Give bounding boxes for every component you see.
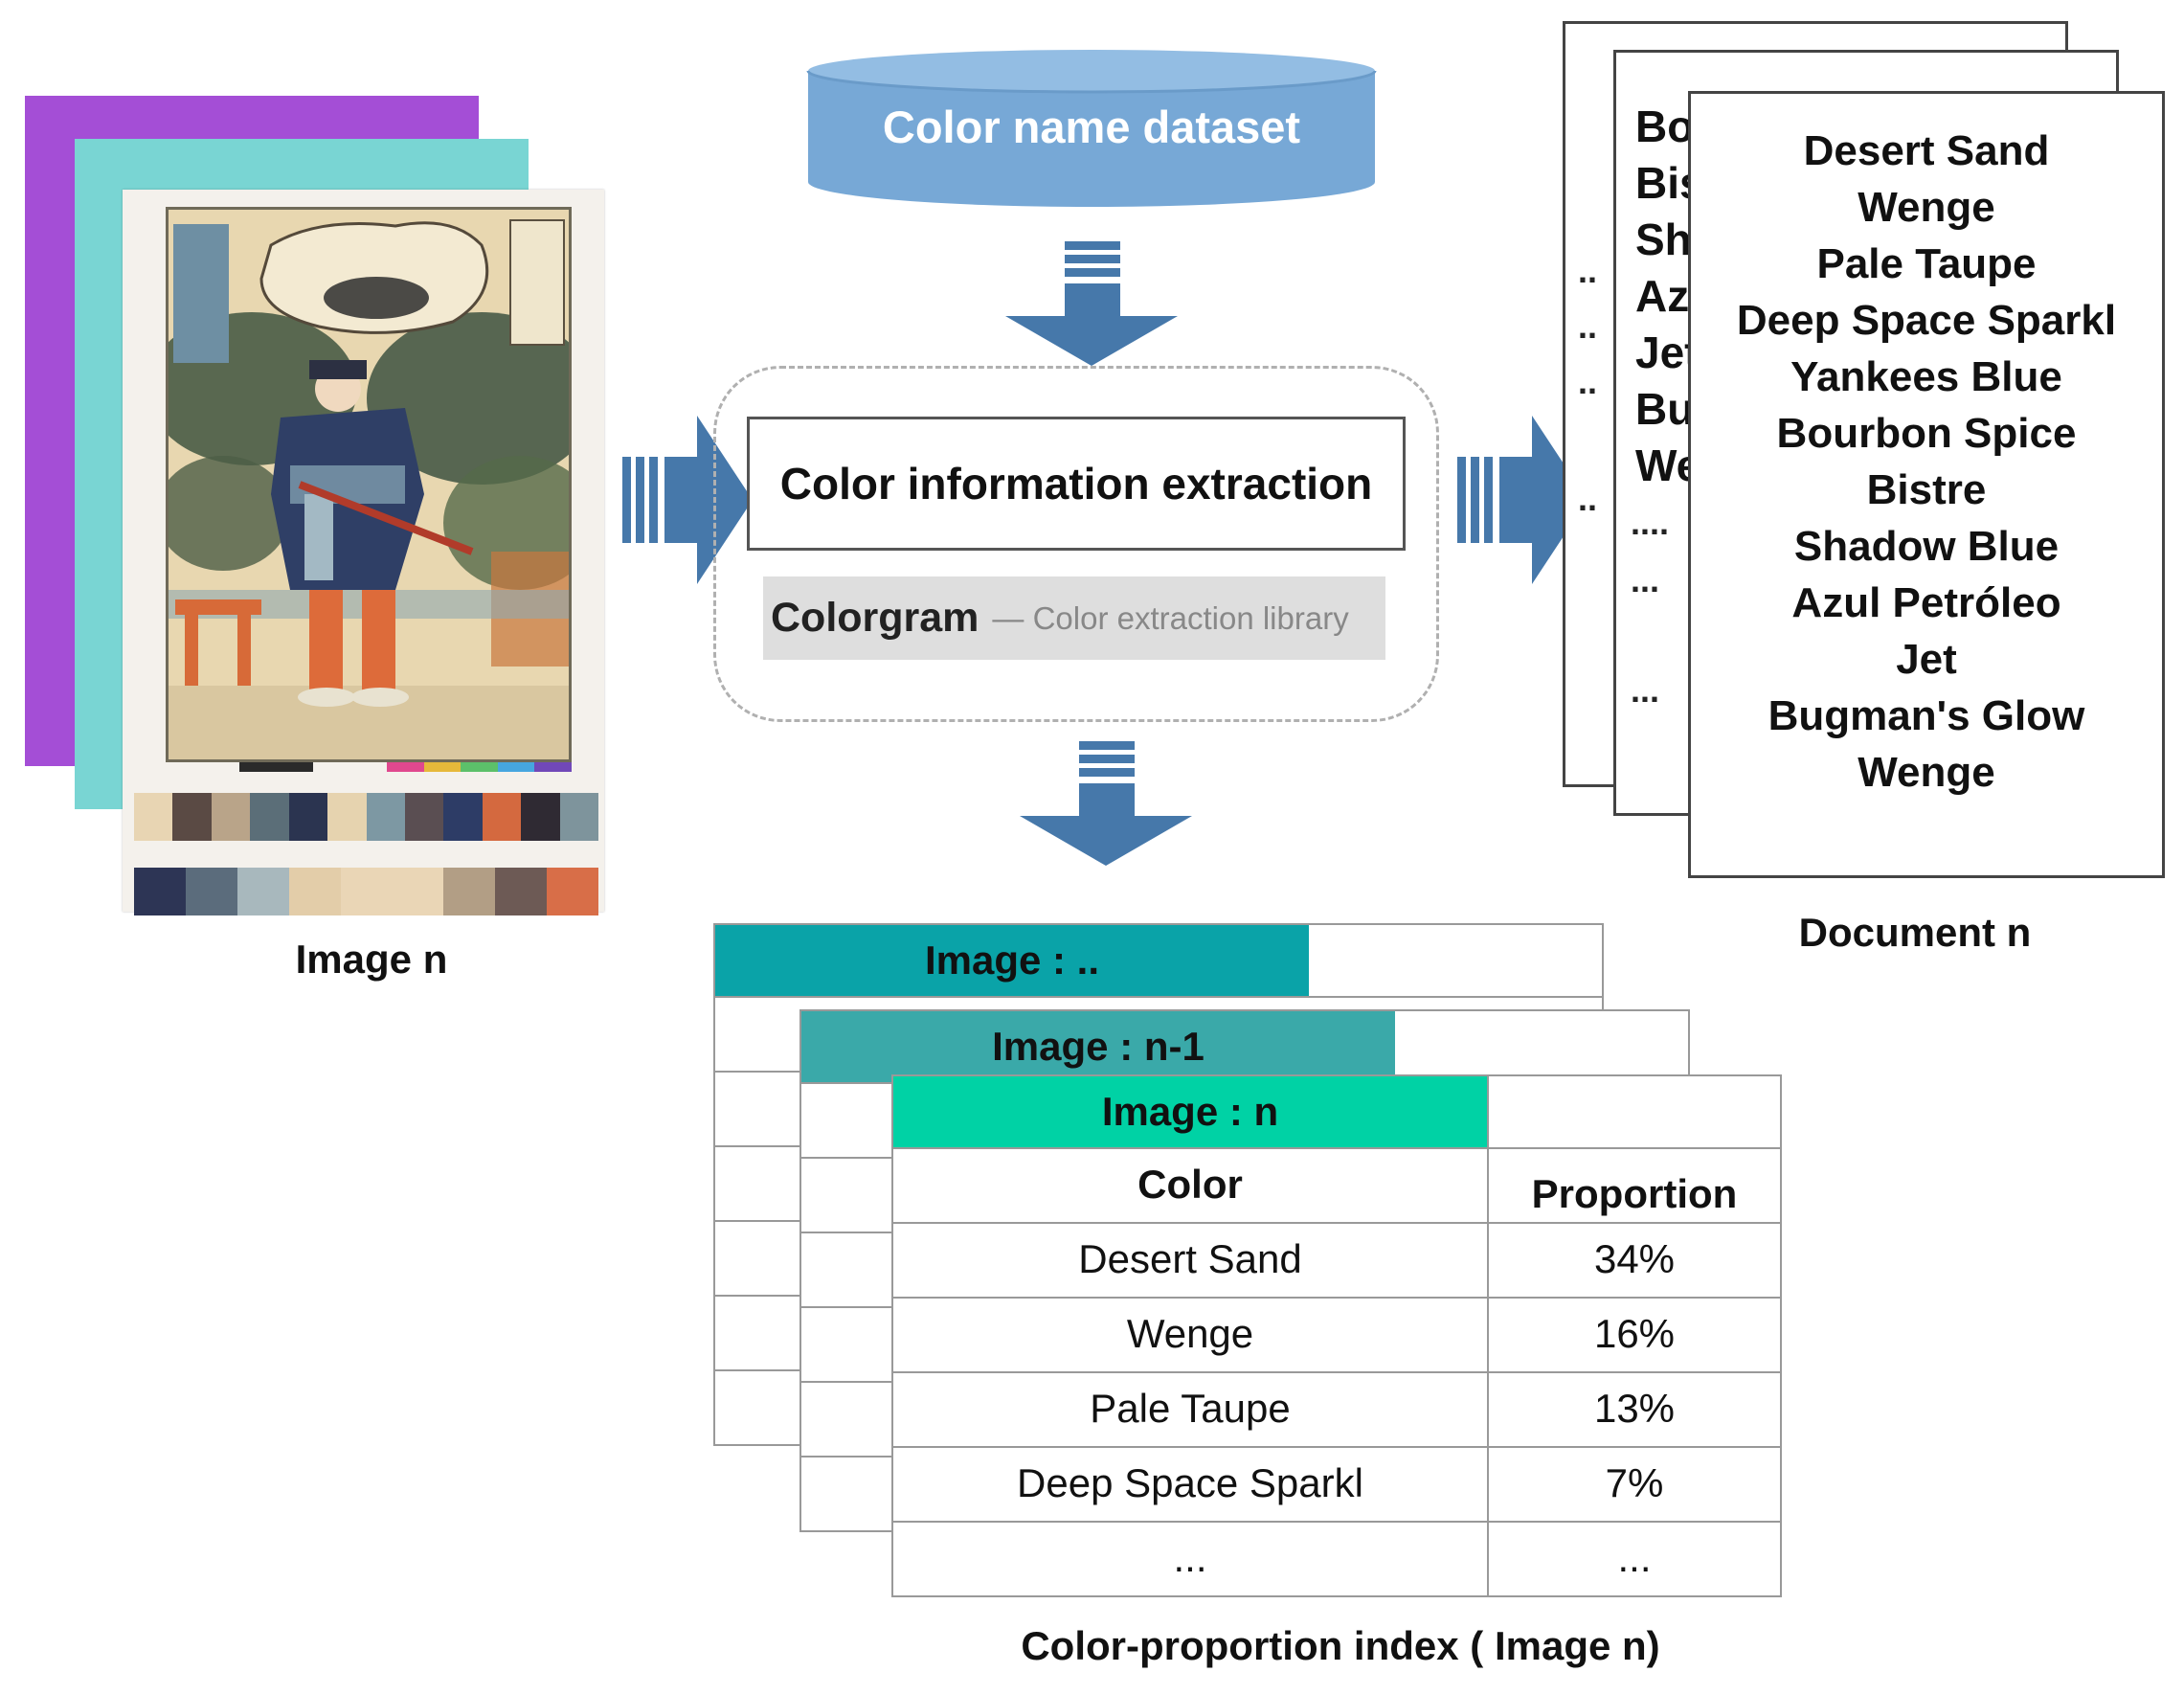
image-card-front [123,190,604,915]
table-title: Image : n-1 [801,1011,1395,1082]
arrow-down-icon [1020,741,1192,866]
ellipsis: ... [1631,560,1660,599]
list-item: Bu [1635,384,1695,434]
palette-swatch [559,793,599,841]
palette-swatch [340,868,393,915]
color-strip [166,762,573,772]
library-name: Colorgram [771,595,979,641]
list-item: Pale Taupe [1816,240,2037,287]
palette-swatch [443,868,496,915]
palette-swatch [482,793,522,841]
palette-swatch [547,868,599,915]
table-cell-color: Wenge [1126,1311,1254,1356]
table-cell-proportion: ... [1617,1535,1652,1580]
palette-swatch [443,793,483,841]
list-item: Jet [1896,636,1957,683]
document-caption: Document n [1798,910,2032,955]
index-table-front: Image : n Color Proportion Desert Sand 34… [891,1074,1782,1597]
palette-swatch [521,793,560,841]
arrow-right-icon [1457,416,1587,584]
table-cell-color: Deep Space Sparkl [1017,1460,1363,1505]
column-header-color: Color [1137,1162,1243,1207]
list-item: Sh [1635,215,1692,264]
database-icon [806,50,1377,207]
palette-swatch [236,868,289,915]
ellipsis: .... [1631,503,1670,542]
palette-swatch [404,793,444,841]
process-title: Color information extraction [779,459,1373,508]
ukiyo-e-artwork [166,207,572,762]
list-item: Wenge [1858,749,1995,796]
list-item: Azul Petróleo [1791,579,2061,626]
palette-swatch [392,868,444,915]
library-box: Colorgram — Color extraction library [763,576,1385,660]
artwork-illustration [166,207,572,762]
index-caption: Color-proportion index ( Image n) [1021,1623,1660,1668]
image-caption: Image n [295,937,448,982]
arrow-right-icon [622,416,753,584]
list-item: Desert Sand [1803,127,2050,174]
list-item: Wenge [1858,184,1995,231]
column-header-proportion: Proportion [1531,1171,1738,1216]
list-item: Az [1635,271,1690,321]
list-item: Bo [1635,102,1695,151]
palette-swatch [134,793,173,841]
list-item: Yankees Blue [1790,353,2062,400]
list-item: Deep Space Sparkl [1736,297,2117,344]
list-item: Bistre [1866,466,1987,513]
extracted-palette-bottom [134,868,599,915]
library-description: — Color extraction library [992,599,1349,636]
table-cell-color: Pale Taupe [1090,1386,1291,1431]
list-item: Shadow Blue [1793,523,2060,570]
table-cell-proportion: 7% [1605,1460,1664,1505]
palette-swatch [288,793,328,841]
palette-swatch [172,793,212,841]
palette-swatch [134,868,186,915]
list-item: Bourbon Spice [1776,410,2077,457]
palette-swatch [250,793,289,841]
ellipsis: ... [1631,670,1660,710]
database-label: Color name dataset [882,102,1301,152]
table-cell-color: Desert Sand [1078,1236,1302,1281]
palette-swatch [211,793,251,841]
table-title: Image : n [893,1076,1487,1147]
palette-swatch [495,868,548,915]
ellipsis: .. [1578,479,1598,518]
table-cell-color: ... [1173,1535,1207,1580]
palette-swatch [366,793,405,841]
table-title: Image : .. [715,925,1309,996]
extracted-palette-top [134,793,599,841]
ellipsis: .. [1578,251,1598,290]
palette-swatch [185,868,237,915]
palette-swatch [288,868,341,915]
palette-swatch [327,793,367,841]
ellipsis: .. [1578,306,1598,346]
process-box: Color information extraction [747,417,1406,551]
table-cell-proportion: 16% [1593,1311,1676,1356]
process-container [713,366,1439,722]
table-cell-proportion: 13% [1593,1386,1676,1431]
ellipsis: .. [1578,362,1598,401]
list-item: Bugman's Glow [1767,692,2085,739]
arrow-down-icon [1005,241,1178,366]
table-cell-proportion: 34% [1593,1236,1676,1281]
